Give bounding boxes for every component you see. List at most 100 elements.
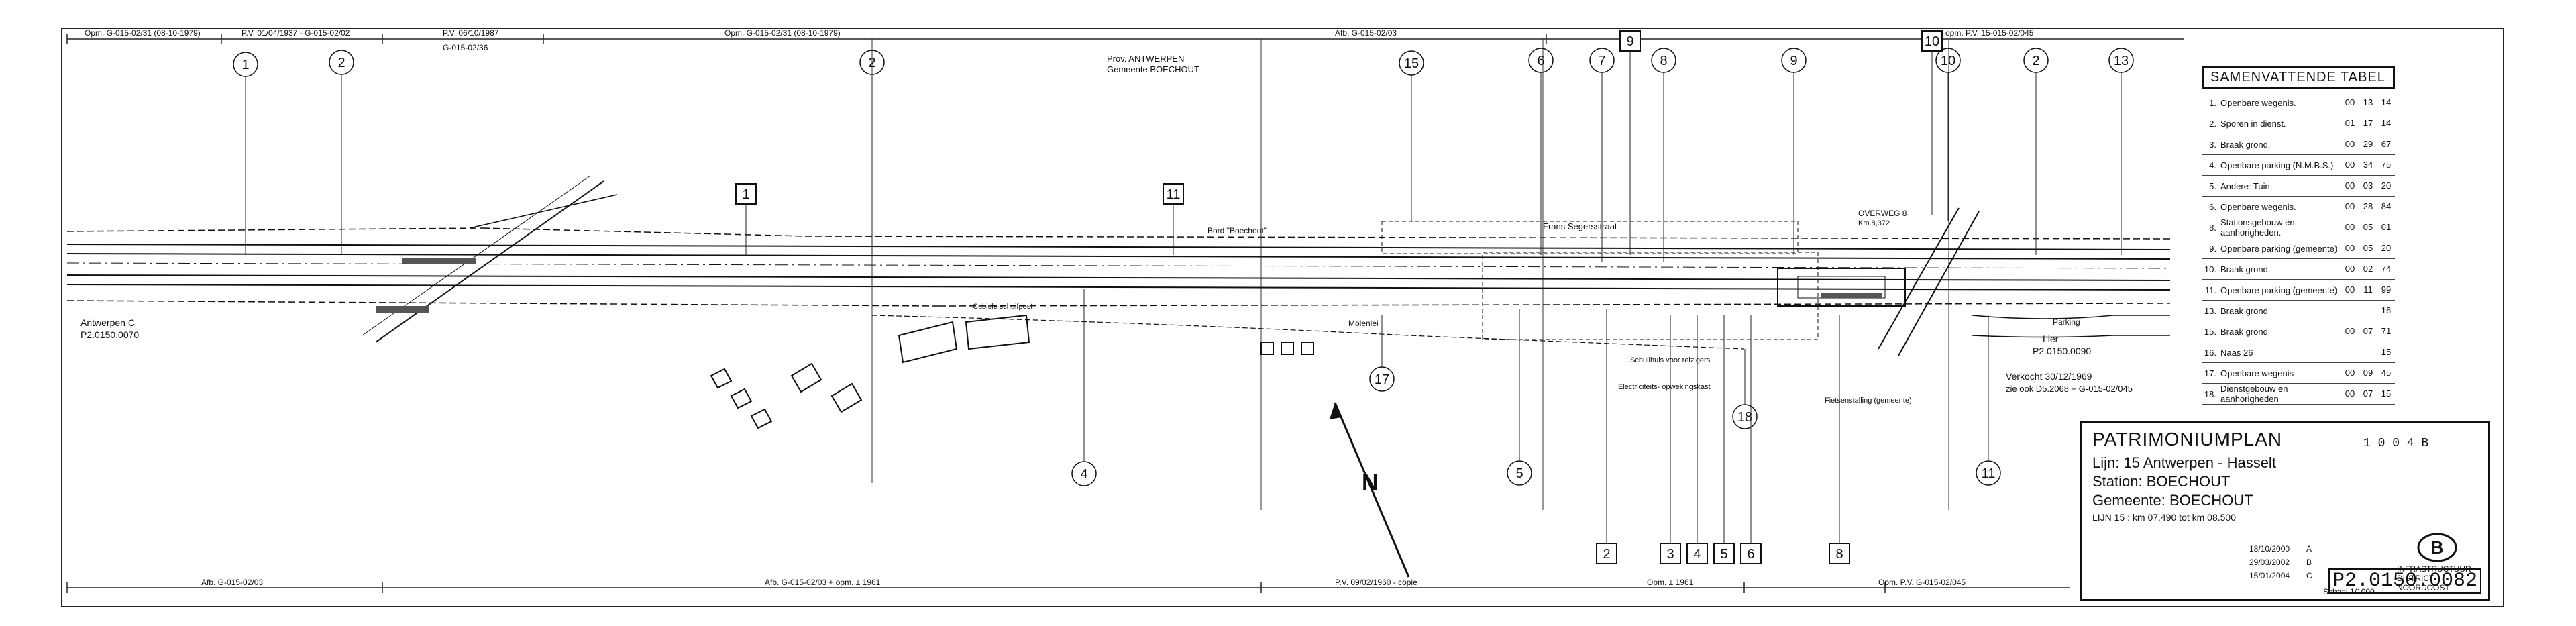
- summary-cell-desc: Stationsgebouw en aanhorigheden.: [2220, 217, 2295, 238]
- bottom-reference-line: [66, 582, 2070, 593]
- summary-table-title: SAMENVATTENDE TABEL: [2202, 66, 2395, 89]
- summary-cell-v2: [2359, 301, 2377, 321]
- summary-cell-n: 6.: [2209, 201, 2216, 212]
- summary-cell-n: 10.: [2204, 264, 2216, 274]
- plan-gemeente: Gemeente: BOECHOUT: [2092, 492, 2253, 509]
- circle-leaders: [245, 72, 2122, 462]
- bottom-ref-3: P.V. 09/02/1960 - copie: [1335, 578, 1417, 587]
- plan-schaal: Schaal 1/1000: [2323, 587, 2375, 596]
- summary-cell-v1: 00: [2341, 217, 2359, 238]
- plan-lijn: Lijn: 15 Antwerpen - Hasselt: [2092, 454, 2276, 471]
- box-label-7: 4: [1693, 547, 1701, 562]
- summary-cell-v3: 74: [2377, 259, 2395, 279]
- label-antwerpen: Antwerpen C: [80, 317, 135, 328]
- circle-label-6: 7: [1598, 54, 1605, 68]
- circled-labels: [233, 48, 2134, 486]
- north-label: N: [1362, 470, 1379, 495]
- summary-cell-n: 4.: [2209, 160, 2216, 170]
- summary-cell-n: 16.: [2204, 347, 2216, 358]
- summary-cell-v2: 05: [2359, 217, 2377, 238]
- plan-title: PATRIMONIUMPLAN: [2092, 429, 2283, 450]
- summary-cell-n: 1.: [2209, 97, 2216, 108]
- summary-cell-v3: 14: [2377, 113, 2395, 134]
- summary-cell-v1: 00: [2341, 280, 2359, 300]
- box-label-8: 5: [1720, 547, 1727, 562]
- bottom-ref-4: Opm. ± 1961: [1647, 578, 1694, 587]
- circle-label-13: 17: [1375, 372, 1389, 387]
- summary-cell-v2: 03: [2359, 176, 2377, 196]
- bottom-ref-5: Opm. P.V. G-015-02/045: [1878, 578, 1966, 587]
- summary-cell-v2: 07: [2359, 384, 2377, 404]
- circle-label-2: 2: [337, 56, 345, 70]
- summary-cell-v3: 01: [2377, 217, 2395, 238]
- summary-cell-v1: 00: [2341, 238, 2359, 258]
- circle-label-16: 11: [1982, 466, 1996, 481]
- summary-cell-n: 15.: [2204, 326, 2216, 337]
- top-ref-1: Opm. G-015-02/31 (08-10-1979): [85, 28, 201, 38]
- summary-cell-desc: Openbare wegenis: [2220, 368, 2294, 378]
- circle-label-5: 6: [1537, 54, 1544, 68]
- summary-cell-n: 5.: [2209, 180, 2216, 191]
- circle-label-11: 13: [2114, 54, 2129, 68]
- circle-label-8: 9: [1790, 54, 1797, 68]
- edition-b: B: [2306, 558, 2312, 567]
- reference-leaders: [871, 39, 1949, 510]
- summary-cell-v2: [2359, 342, 2377, 362]
- summary-cell-n: 18.: [2204, 388, 2216, 399]
- nmbs-logo: B: [2417, 533, 2457, 562]
- summary-cell-v1: 00: [2341, 176, 2359, 196]
- label-zie-ook: zie ook D5.2068 + G-015-02/045: [2006, 384, 2133, 394]
- circle-label-9: 10: [1941, 54, 1955, 68]
- summary-cell-v2: 07: [2359, 321, 2377, 342]
- summary-cell-n: 2.: [2209, 118, 2216, 129]
- summary-cell-v2: 13: [2359, 93, 2377, 113]
- summary-cell-v2: 09: [2359, 363, 2377, 383]
- label-prov: Prov. ANTWERPEN: [1107, 54, 1184, 64]
- label-lier-ref: P2.0150.0090: [2033, 346, 2091, 356]
- label-verkocht: Verkocht 30/12/1969: [2006, 371, 2092, 382]
- summary-cell-desc: Braak grond.: [2220, 264, 2271, 274]
- top-ref-3: P.V. 06/10/1987: [443, 28, 499, 38]
- platforms: [376, 258, 1882, 313]
- summary-cell-n: 8.: [2209, 222, 2216, 233]
- summary-cell-desc: Braak grond.: [2220, 139, 2271, 150]
- buildings-lower-left: [710, 314, 1314, 429]
- label-electriciteit: Electriciteits- opwekingskast: [1618, 383, 1711, 391]
- north-arrow: N: [1330, 402, 1410, 578]
- plan-codes: 1 0 0 4 B: [2363, 437, 2429, 450]
- summary-cell-v3: 20: [2377, 238, 2395, 258]
- summary-cell-v3: 14: [2377, 93, 2395, 113]
- summary-cell-n: 3.: [2209, 139, 2216, 150]
- plan-km: LIJN 15 : km 07.490 tot km 08.500: [2092, 512, 2237, 523]
- top-ref-4: G-015-02/36: [443, 43, 488, 52]
- circle-label-1: 1: [241, 58, 249, 72]
- summary-cell-v1: 00: [2341, 321, 2359, 342]
- box-label-2: 10: [1925, 34, 1939, 49]
- box-label-9: 6: [1747, 547, 1754, 562]
- label-cubicle: Cubicle schuifpost: [973, 303, 1032, 311]
- label-overweg: OVERWEG 8: [1858, 209, 1907, 218]
- summary-cell-v2: 02: [2359, 259, 2377, 279]
- box-label-10: 8: [1835, 547, 1843, 562]
- circle-label-4: 15: [1404, 56, 1419, 71]
- top-ref-6: Afb. G-015-02/03: [1335, 28, 1397, 38]
- summary-cell-desc: Naas 26: [2220, 347, 2253, 358]
- summary-cell-desc: Dienstgebouw en aanhorigheden: [2220, 384, 2288, 404]
- summary-cell-v1: 00: [2341, 93, 2359, 113]
- label-frans-segers: Frans Segersstraat: [1543, 221, 1617, 231]
- summary-cell-v3: 84: [2377, 197, 2395, 217]
- summary-cell-v2: 17: [2359, 113, 2377, 134]
- label-bord: Bord "Boechout": [1208, 226, 1267, 236]
- title-block: PATRIMONIUMPLAN Lijn: 15 Antwerpen - Has…: [2080, 421, 2490, 601]
- plan-org: INFRASTRUCTUUR DISTRICT NOORDOOST: [2397, 564, 2471, 592]
- circle-label-7: 8: [1660, 54, 1667, 68]
- summary-cell-v3: 99: [2377, 280, 2395, 300]
- summary-cell-v1: [2341, 301, 2359, 321]
